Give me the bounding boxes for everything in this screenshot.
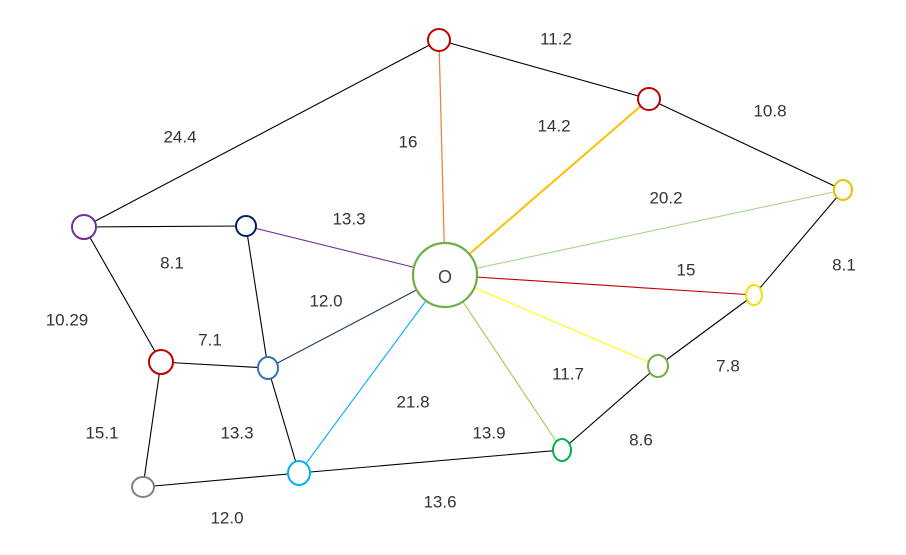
node-n_gray xyxy=(131,476,155,498)
edge-label: 15.1 xyxy=(85,423,118,442)
edge-n_top-O xyxy=(438,39,446,276)
edge-n_olive-O xyxy=(444,274,659,367)
edge-label: 24.4 xyxy=(163,127,196,146)
node-n_blue xyxy=(257,356,279,380)
edge-n_yellow_small-n_olive xyxy=(657,294,755,367)
edge-label: 13.9 xyxy=(472,423,505,442)
edge-label: 11.7 xyxy=(552,364,584,383)
edge-label: 12.0 xyxy=(309,291,342,310)
node-n_top xyxy=(427,28,451,52)
edge-label: 7.1 xyxy=(198,330,222,349)
edge-n_navy-O xyxy=(245,225,446,276)
edge-label: 8.6 xyxy=(629,430,653,449)
node-n_yellow_small xyxy=(745,284,763,306)
edge-label: 11.2 xyxy=(540,29,572,48)
center-node-label: O xyxy=(438,267,452,287)
edge-n_topright-n_right_yellow xyxy=(648,98,844,191)
edge-n_navy-n_blue xyxy=(245,225,269,369)
center-node xyxy=(411,241,479,309)
node-n_green xyxy=(552,438,572,462)
edge-label: 10.8 xyxy=(753,101,786,120)
edge-n_top-n_purple xyxy=(83,39,440,228)
nodes-layer xyxy=(71,28,853,498)
node-n_right_yellow xyxy=(833,179,853,201)
node-n_navy xyxy=(235,215,257,237)
node-n_purple xyxy=(71,214,97,240)
edge-n_olive-n_green xyxy=(561,365,659,451)
edge-n_right_yellow-O xyxy=(444,189,844,276)
edge-n_red_left-n_blue xyxy=(160,361,269,369)
edge-n_purple-n_navy xyxy=(83,225,247,228)
node-n_topright xyxy=(637,87,661,111)
edge-n_red_left-n_gray xyxy=(142,361,162,488)
edge-n_right_yellow-n_yellow_small xyxy=(753,189,844,296)
edge-label: 14.2 xyxy=(537,116,570,135)
edges-layer xyxy=(83,39,844,488)
edge-n_top-n_topright xyxy=(438,39,650,100)
node-n_cyan xyxy=(287,460,311,486)
node-n_olive xyxy=(647,354,669,378)
node-n_red_left xyxy=(148,349,174,375)
edge-label: 7.8 xyxy=(716,356,740,375)
edge-label: 21.8 xyxy=(396,392,429,411)
edge-n_blue-n_cyan xyxy=(267,367,300,474)
edge-label: 13.6 xyxy=(423,492,456,511)
edge-label: 16 xyxy=(399,132,418,151)
edge-label: 8.1 xyxy=(832,255,856,274)
edge-n_gray-n_cyan xyxy=(142,472,300,488)
edge-n_cyan-n_green xyxy=(298,449,563,474)
edge-n_yellow_small-O xyxy=(444,274,755,296)
edge-labels-layer: 11.2 10.8 24.4 16 14.2 20.2 8.1 13.3 10.29 7.1 12.… xyxy=(46,29,856,527)
edge-label: 10.29 xyxy=(46,310,89,329)
edge-label: 13.3 xyxy=(332,209,365,228)
edge-n_blue-O xyxy=(267,274,446,369)
edge-n_topright-O xyxy=(444,98,650,276)
edge-n_purple-n_red_left xyxy=(83,226,162,363)
edge-label: 20.2 xyxy=(649,188,682,207)
edge-n_cyan-O xyxy=(298,274,446,474)
edge-label: 8.1 xyxy=(160,253,184,272)
edge-label: 15 xyxy=(677,260,696,279)
edge-label: 12.0 xyxy=(210,508,243,527)
edge-label: 13.3 xyxy=(220,423,253,442)
edge-n_green-O xyxy=(444,274,563,451)
